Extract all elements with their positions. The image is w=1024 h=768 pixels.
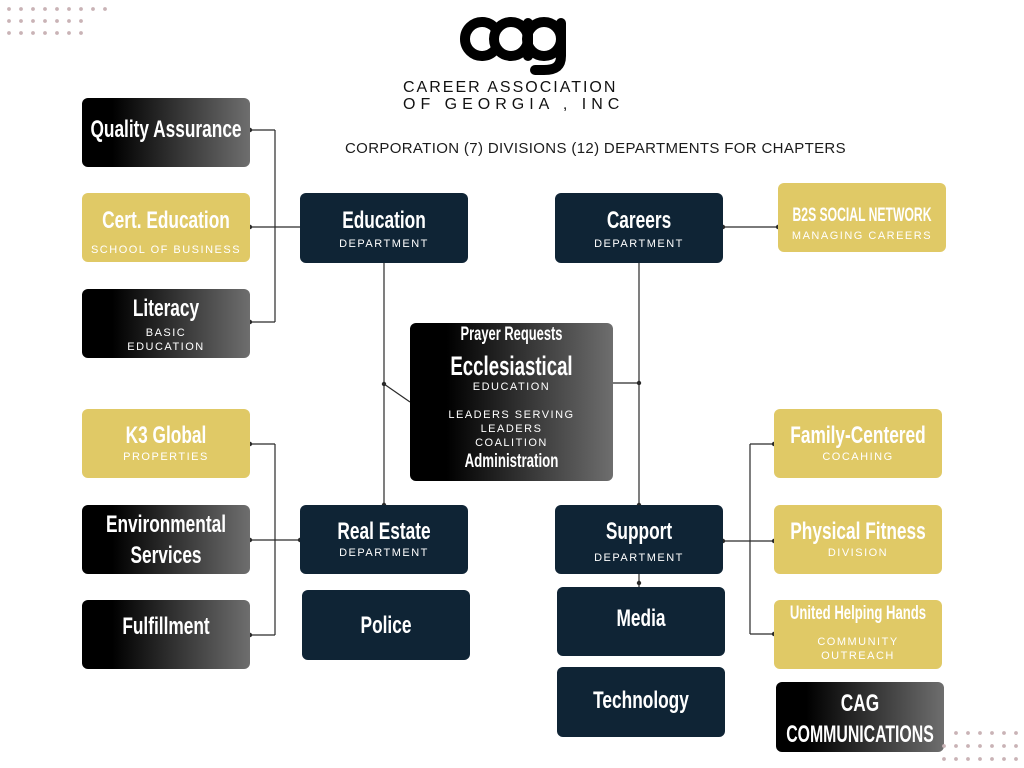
node-title: K3 Global (125, 422, 207, 449)
node-cag-communications: CAG COMMUNICATIONS (776, 682, 944, 752)
node-title: Fulfillment (122, 613, 210, 640)
node-title: Police (360, 612, 412, 639)
node-body-line: LEADERS SERVING (448, 409, 575, 421)
node-title: Literacy (132, 295, 200, 322)
connector-dot (381, 381, 387, 387)
node-subtitle: OUTREACH (821, 650, 895, 662)
node-title: Ecclesiastical (450, 351, 573, 381)
node-title: CAG (840, 690, 880, 717)
node-title: Environmental (105, 511, 227, 538)
node-fulfillment: Fulfillment (82, 600, 250, 669)
logo-letter-g-tail (530, 18, 566, 75)
node-title: Real Estate (337, 518, 431, 545)
node-subtitle: DIVISION (827, 547, 889, 559)
node-police: Police (302, 590, 470, 660)
node-subtitle: DEPARTMENT (339, 238, 429, 250)
node-bottom-line: Administration (464, 451, 559, 472)
connector-dot (636, 380, 642, 386)
cag-logo (460, 17, 566, 75)
node-subtitle: SCHOOL OF BUSINESS (90, 244, 242, 256)
node-careers: Careers DEPARTMENT (555, 193, 723, 263)
node-environmental-services: Environmental Services (82, 505, 250, 574)
node-subtitle: DEPARTMENT (339, 547, 429, 559)
node-support: Support DEPARTMENT (555, 505, 723, 574)
node-subtitle: EDUCATION (472, 381, 551, 393)
node-cert-education: Cert. Education SCHOOL OF BUSINESS (82, 193, 250, 262)
page-subtitle: CORPORATION (7) DIVISIONS (12) DEPARTMEN… (345, 140, 846, 157)
node-real-estate: Real Estate DEPARTMENT (300, 505, 468, 574)
node-media: Media (557, 587, 725, 656)
node-k3-global: K3 Global PROPERTIES (82, 409, 250, 478)
node-title: Media (616, 605, 666, 632)
node-title: B2S SOCIAL NETWORK (792, 205, 932, 226)
node-title: Services (130, 542, 202, 569)
node-title: Physical Fitness (790, 518, 926, 545)
node-subtitle: PROPERTIES (123, 451, 209, 463)
node-title: Education (342, 207, 426, 234)
node-subtitle: COMMUNITY (817, 636, 899, 648)
node-subtitle: DEPARTMENT (594, 238, 684, 250)
node-subtitle: COCAHING (822, 451, 894, 463)
node-top-line: Prayer Requests (460, 324, 563, 345)
node-education: Education DEPARTMENT (300, 193, 468, 263)
node-family-centered: Family-Centered COCAHING (774, 409, 942, 478)
node-literacy: Literacy BASIC EDUCATION (82, 289, 250, 358)
node-subtitle: EDUCATION (127, 341, 205, 353)
node-quality-assurance: Quality Assurance (82, 98, 250, 167)
org-name-line-1: CAREER ASSOCIATION (403, 79, 618, 96)
node-title: Quality Assurance (90, 116, 242, 143)
node-title: COMMUNICATIONS (786, 721, 934, 748)
node-title: United Helping Hands (789, 603, 927, 624)
node-title: Family-Centered (790, 422, 926, 449)
node-title: Careers (606, 207, 672, 234)
node-title: Technology (593, 687, 689, 714)
node-title: Cert. Education (102, 207, 230, 234)
connector-dot (636, 580, 642, 586)
connector-line (383, 383, 411, 403)
node-subtitle: BASIC (145, 327, 187, 339)
node-subtitle: DEPARTMENT (594, 552, 684, 564)
node-physical-fitness: Physical Fitness DIVISION (774, 505, 942, 574)
node-subtitle: MANAGING CAREERS (791, 230, 933, 242)
node-technology: Technology (557, 667, 725, 737)
node-ecclesiastical: Prayer Requests Ecclesiastical EDUCATION… (410, 323, 613, 481)
node-title: Support (605, 518, 673, 545)
logo-letter-c (460, 17, 500, 61)
node-body-line: COALITION (475, 437, 548, 449)
org-name-line-2: OF GEORGIA , INC (403, 96, 625, 113)
node-b2s-social-network: B2S SOCIAL NETWORK MANAGING CAREERS (778, 183, 946, 252)
node-body-line: LEADERS (480, 423, 543, 435)
node-united-helping-hands: United Helping Hands COMMUNITY OUTREACH (774, 600, 942, 669)
